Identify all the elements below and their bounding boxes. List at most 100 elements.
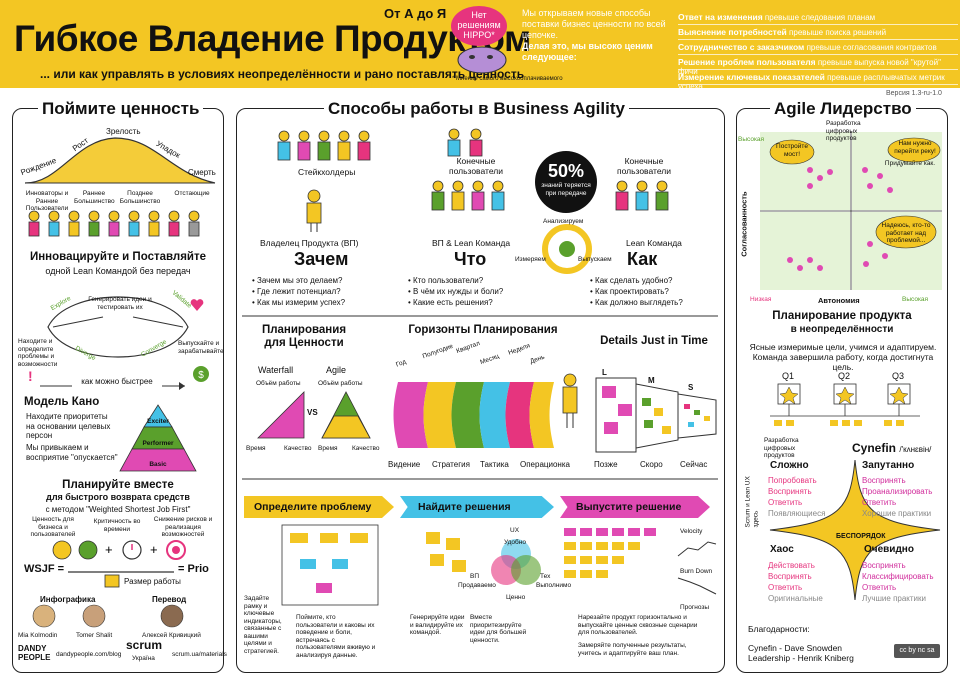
- chart-forecasts: Прогнозы: [680, 604, 710, 611]
- step-text-5: Нарезайте продукт горизонтально и выпуск…: [578, 614, 698, 636]
- kano-text-2: Мы привыкаем и восприятие "опускается": [26, 443, 118, 462]
- step-text-1: Задайте рамку и ключевые индикаторы, свя…: [244, 595, 282, 655]
- cynefin-chaos: Хаос: [770, 544, 794, 555]
- wsjf-col-time: Критичность во времени: [93, 518, 141, 533]
- exclamation-icon: !: [28, 368, 33, 384]
- hippo-footnote: * Мнение самого высокооплачиваемого: [452, 76, 563, 82]
- complicated-item: Хорошие практики: [862, 509, 932, 518]
- step-text-4: Вместе приоритезируйте идеи для большей …: [470, 614, 527, 644]
- product-owner-figure: [306, 189, 322, 232]
- adopter-innovators: Инноваторы и Ранние Пользователи: [25, 190, 69, 212]
- grid-people: [787, 167, 893, 271]
- venn-ux: UX: [510, 527, 520, 534]
- bubble-hope: Надеюсь, кто-то работает над проблемой..…: [881, 222, 931, 244]
- why-question: • Где лежит потенциал?: [252, 287, 341, 296]
- wsjf-size: Размер работы: [124, 577, 181, 586]
- stakeholders-label: Стейкхолдеры: [298, 167, 356, 177]
- agile-label: Agile: [326, 365, 347, 375]
- wsjf-subtitle: для быстрого возврата средств: [46, 492, 190, 502]
- how-question: • Как должно выглядеть?: [590, 298, 683, 307]
- knowledge-loss-circle: [535, 151, 597, 213]
- manifesto-intro-line2: Делая это, мы высоко ценим следующее:: [522, 41, 653, 62]
- story-map: [564, 528, 656, 578]
- what-question: • В чём их нужды и боли?: [408, 287, 504, 296]
- cynefin-diagram: [769, 459, 941, 601]
- step-sketch-2: [426, 532, 466, 572]
- chaos-item: Оригинальные: [768, 594, 823, 603]
- jit-funnel: [595, 377, 717, 453]
- explore-loop: [47, 296, 189, 358]
- cycle-release: Выпускаем: [578, 256, 612, 263]
- cynefin-complicated: Запутанно: [862, 460, 915, 471]
- cynefin-title: Cynefin /'кʌнɛвін/: [852, 442, 931, 455]
- obvious-item: Ответить: [862, 583, 897, 592]
- lean-team-label: Lean Команда: [626, 238, 682, 248]
- what-question: • Какие есть решения?: [408, 298, 493, 307]
- thanks-label: Благодарности:: [748, 624, 810, 634]
- wsjf-fraction-line: [68, 571, 174, 573]
- understand-value-title: Поймите ценность: [38, 99, 204, 119]
- chaos-list: Действовать Воспринять Ответить Оригинал…: [768, 560, 823, 604]
- grid-digital-dev: Разработка цифровых продуктов: [826, 120, 861, 142]
- author-avatars: [32, 604, 184, 628]
- knowledge-loss-text: знаний теряется при передаче: [541, 182, 591, 197]
- wsjf-title: Планируйте вместе: [62, 479, 174, 491]
- venn-tech: Тех: [540, 573, 551, 580]
- page-title: Гибкое Владение Продуктом: [14, 18, 531, 59]
- kano-title: Модель Кано: [24, 396, 100, 408]
- svg-text:+: +: [150, 542, 158, 557]
- author-alexey: Алексей Кривицкий: [142, 632, 201, 639]
- scrum-logo: scrum: [126, 638, 163, 652]
- credit-item: Leadership - Henrik Kniberg: [748, 653, 854, 663]
- how-question: • Как сделать удобно?: [590, 276, 673, 285]
- step-text-3: Генерируйте идеи и валидируйте их команд…: [410, 614, 465, 636]
- loop-left-text: Находите и определите проблемы и возможн…: [18, 338, 58, 368]
- jit-size-m: M: [648, 376, 655, 385]
- author-tomer: Tomer Shalit: [76, 632, 113, 639]
- wsjf-col-value: Ценность для бизнеса и пользователей: [30, 516, 76, 538]
- cycle-measure: Измеряем: [515, 256, 546, 263]
- scrum-url: scrum.ua/materials: [172, 651, 227, 658]
- work-size-icon: [104, 574, 120, 588]
- author-mia: Mia Kolmodin: [18, 632, 58, 639]
- bubble-figure-out: Придумайте как.: [884, 160, 936, 167]
- alignment-high: Высокая: [738, 136, 765, 143]
- jit-title: Details Just in Time: [600, 335, 708, 347]
- quarter-q2: Q2: [838, 371, 851, 381]
- curve-label-maturity: Зрелость: [106, 127, 141, 136]
- waterfall-label: Waterfall: [258, 365, 294, 375]
- kano-basic: Basic: [149, 461, 167, 468]
- cynefin-disorder: БЕСПОРЯДОК: [836, 533, 886, 540]
- end-users-group-1: [431, 128, 505, 211]
- money-bag-icon: $: [193, 366, 209, 382]
- svg-text:$: $: [198, 370, 204, 381]
- manifesto-value: Сотрудничество с заказчиком превыше согл…: [678, 40, 958, 55]
- complex-list: Попробовать Воспринять Ответить Появляющ…: [768, 475, 825, 519]
- jit-soon: Скоро: [640, 460, 663, 469]
- header-banner: Гибкое Владение Продуктом От А до Я ... …: [0, 0, 960, 91]
- middle-divider: [242, 315, 718, 317]
- fast-label: как можно быстрее: [72, 377, 162, 387]
- jit-later: Позже: [594, 460, 618, 469]
- manifesto-value: Выяснение потребностей превыше поиска ре…: [678, 25, 958, 40]
- wsjf-formula: WSJF =: [24, 563, 65, 575]
- adopter-early-majority: Раннее Большинство: [74, 190, 115, 205]
- manifesto-value: Ответ на изменения превыше следования пл…: [678, 10, 958, 25]
- horizon-vision: Видение: [388, 460, 421, 469]
- quarter-q1: Q1: [782, 371, 795, 381]
- chaos-item: Воспринять: [768, 572, 812, 581]
- waterfall-work-volume: Объём работы: [256, 380, 301, 387]
- burndown-chart-icon: [677, 577, 717, 595]
- middle-divider-2: [242, 478, 718, 480]
- jit-now: Сейчас: [680, 460, 708, 469]
- kano-pyramid: [119, 404, 197, 472]
- bubble-cross-river: Нам нужно перейти реку!: [894, 140, 936, 155]
- autonomy-axis-label: Автономия: [818, 296, 860, 305]
- business-agility-title: Способы работы в Business Agility: [324, 99, 629, 119]
- build-measure-cycle: [542, 224, 592, 274]
- bubble-build-bridge: Постройте мост!: [776, 143, 808, 158]
- team-lean-label: ВП & Lean Команда: [432, 238, 511, 248]
- ux-venn: [491, 539, 541, 585]
- step-sketch-1: [281, 524, 379, 606]
- planner-figure: [562, 373, 578, 428]
